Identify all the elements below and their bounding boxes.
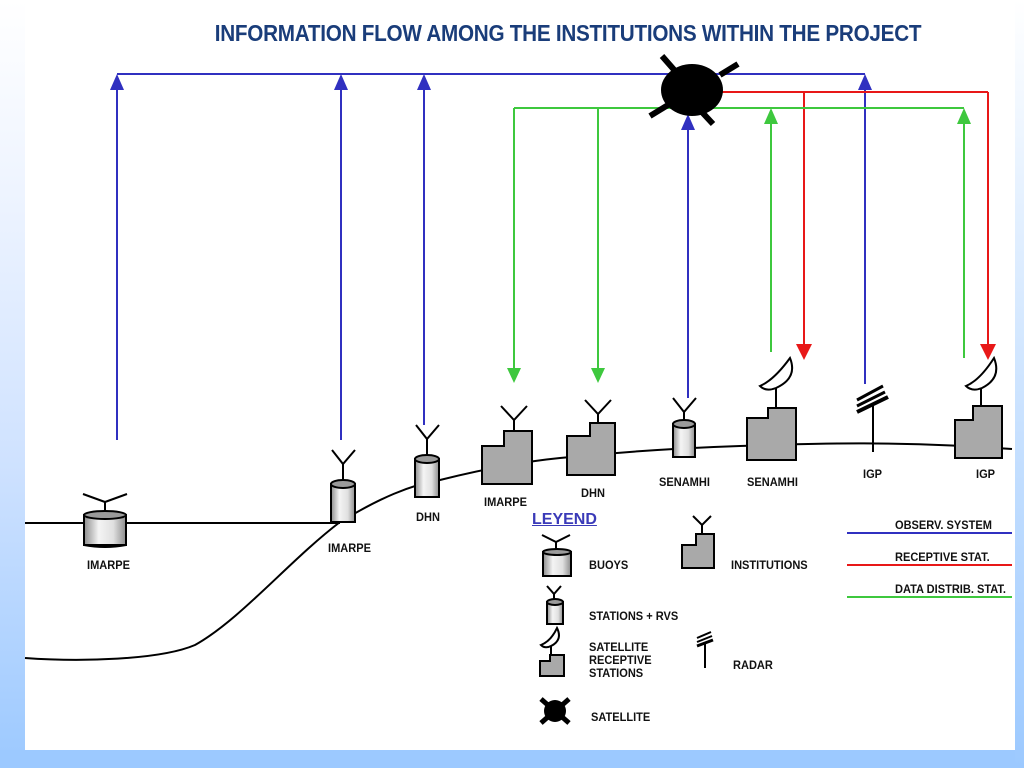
arrow-up: [681, 114, 695, 130]
arrow-up: [957, 108, 971, 124]
observ-system-flows: [116, 73, 866, 440]
satellite-icon: [648, 54, 740, 127]
legend-station-icon: [546, 585, 564, 625]
arrow-down: [796, 344, 812, 360]
legend-buoy-icon: [541, 534, 572, 577]
legend-satellite-dish-icon: [539, 625, 565, 677]
right-band: [1015, 0, 1024, 768]
legend-label: SATELLITE: [591, 710, 651, 724]
node-label: DHN: [416, 510, 440, 524]
node-label: DHN: [581, 486, 605, 500]
node-label: IMARPE: [328, 541, 371, 555]
legend-label: BUOYS: [589, 558, 629, 572]
legend-line-label: OBSERV. SYSTEM: [895, 518, 992, 532]
page-title: INFORMATION FLOW AMONG THE INSTITUTIONS …: [214, 20, 922, 46]
satellite-receptive-station-icon: [746, 355, 797, 461]
arrow-up: [110, 74, 124, 90]
data-distrib-flows: [513, 107, 965, 370]
arrow-up: [764, 108, 778, 124]
legend-label-line: STATIONS: [589, 666, 644, 680]
node-label: IGP: [976, 467, 996, 481]
legend-label-line: SATELLITE: [589, 640, 649, 654]
legend-label-line: RECEPTIVE: [589, 653, 652, 667]
arrow-up: [858, 74, 872, 90]
diagram-canvas: [25, 0, 1015, 750]
legend-line-label: DATA DISTRIB. STAT.: [895, 582, 1007, 596]
node-label: IMARPE: [87, 558, 130, 572]
receptive-stat-flows: [720, 91, 989, 346]
buoy-icon: [82, 493, 128, 548]
legend-label: RADAR: [733, 658, 773, 672]
station-icon: [330, 449, 356, 523]
node-label: IMARPE: [484, 495, 527, 509]
data-distrib-arrowheads: [507, 108, 971, 383]
station-icon: [414, 424, 440, 498]
bottom-band: [0, 750, 1024, 768]
arrow-up: [334, 74, 348, 90]
legend-title: LEYEND: [532, 511, 597, 528]
legend-line-label: RECEPTIVE STAT.: [895, 550, 990, 564]
satellite-receptive-station-icon: [954, 355, 1003, 459]
receptive-stat-arrowheads: [796, 344, 996, 360]
arrow-up: [417, 74, 431, 90]
legend-lines: [847, 532, 1012, 598]
institution-icon: [566, 399, 616, 476]
arrow-down: [980, 344, 996, 360]
observ-system-arrowheads: [110, 74, 872, 130]
legend-satellite-icon: [539, 697, 571, 725]
station-icon: [672, 397, 697, 458]
node-label: IGP: [863, 467, 883, 481]
legend-institution-icon: [681, 515, 715, 569]
radar-icon: [856, 384, 889, 452]
institution-icon: [481, 405, 533, 485]
arrow-down: [591, 368, 605, 383]
legend-label: INSTITUTIONS: [731, 558, 808, 572]
node-label: SENAMHI: [747, 475, 798, 489]
node-label: SENAMHI: [659, 475, 710, 489]
arrow-down: [507, 368, 521, 383]
legend-label: STATIONS + RVS: [589, 609, 679, 623]
legend-radar-icon: [696, 631, 714, 668]
legend-label-satellite-receptive: SATELLITE RECEPTIVE STATIONS: [589, 641, 652, 680]
